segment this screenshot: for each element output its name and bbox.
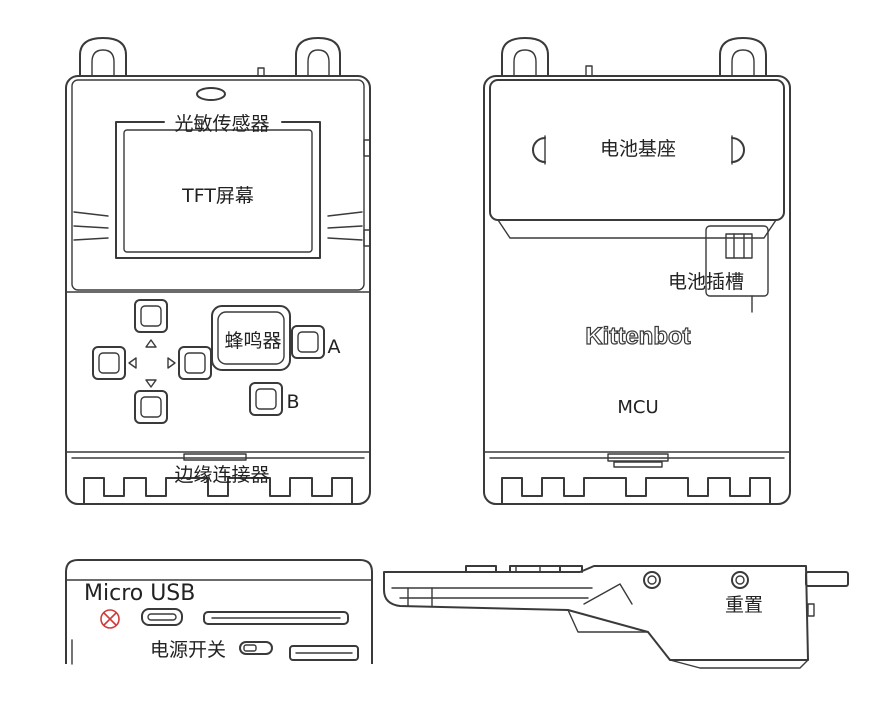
micro-usb-port [141, 608, 183, 626]
side-view-reset: 重置 [383, 565, 849, 669]
light-sensor-icon [196, 87, 226, 101]
edge-connector [83, 477, 353, 505]
battery-base-label: 电池基座 [600, 138, 676, 160]
side-view-usb: Micro USB 电源开关 [65, 559, 373, 665]
micro-usb-label: Micro USB [84, 581, 195, 606]
buzzer-label: 蜂鸣器 [224, 330, 281, 352]
tft-screen [123, 129, 313, 253]
reset-button[interactable] [643, 571, 661, 589]
reset-label: 重置 [725, 594, 763, 616]
button-a[interactable] [291, 325, 325, 359]
battery-slot [705, 225, 769, 297]
button-a-label: A [328, 336, 341, 358]
button-b[interactable] [249, 382, 283, 416]
reset-button-2[interactable] [731, 571, 749, 589]
brand-logo: Kittenbot [585, 323, 690, 350]
buzzer-icon [211, 305, 291, 371]
dpad[interactable] [92, 299, 212, 424]
tft-screen-label: TFT屏幕 [181, 185, 254, 207]
back-edge-connector [501, 477, 771, 505]
power-switch[interactable] [239, 641, 273, 655]
mcu-label: MCU [617, 397, 658, 418]
battery-slot-label: 电池插槽 [668, 271, 744, 293]
button-b-label: B [286, 391, 299, 413]
x-mark-icon [100, 609, 120, 629]
front-view: 光敏传感器 TFT屏幕 蜂鸣器 A B 边缘连接器 [65, 37, 371, 505]
edge-connector-label: 边缘连接器 [174, 464, 269, 486]
back-view: 电池基座 电池插槽 Kittenbot MCU [483, 37, 791, 505]
light-sensor-label: 光敏传感器 [174, 113, 269, 135]
power-switch-label: 电源开关 [150, 639, 226, 661]
battery-base [489, 79, 785, 221]
